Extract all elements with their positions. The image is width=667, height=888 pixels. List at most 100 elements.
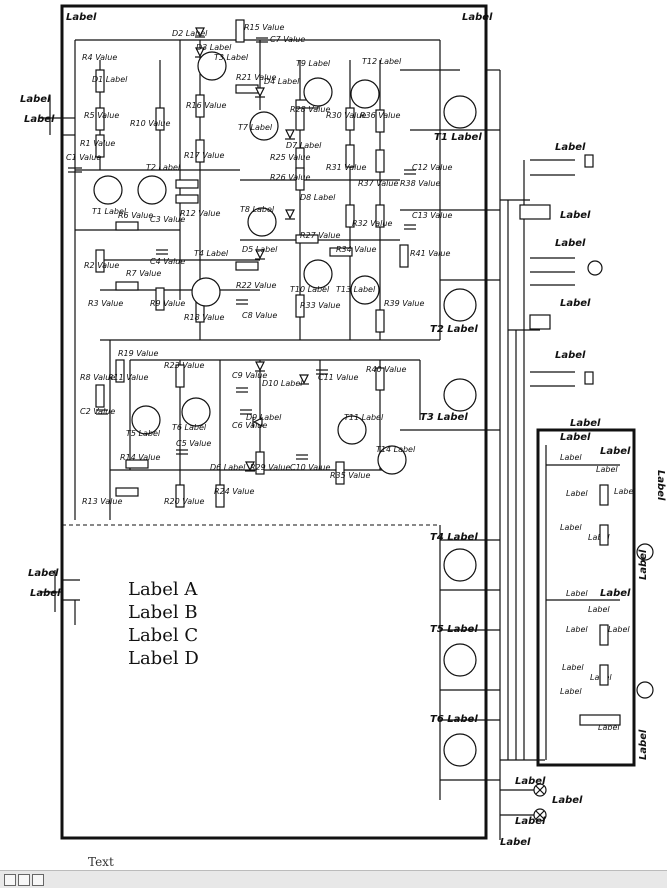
- svg-text:Label: Label: [608, 625, 630, 634]
- resistor-r34: R34 Value: [336, 245, 376, 254]
- input-connector-bottom: Label Label: [28, 568, 80, 625]
- v3-label: Label: [560, 210, 591, 221]
- svg-text:Label: Label: [598, 723, 620, 732]
- resistor-r39: R39 Value: [384, 299, 424, 308]
- u5-bottom-label: Label: [28, 568, 59, 579]
- diode-d3: D3 Label: [196, 43, 232, 52]
- diode-d2: D2 Label: [172, 29, 208, 38]
- caption-line-3: Label C: [128, 625, 198, 646]
- output-transistor-1: T1 Label: [434, 132, 482, 143]
- resistor-r17: R17 Value: [184, 151, 224, 160]
- resistor-r10: R10 Value: [130, 119, 170, 128]
- resistor-symbols: [95, 19, 409, 508]
- transistor-symbols: [93, 51, 407, 475]
- caption-line-4: Label D: [128, 648, 199, 669]
- output-transistor-4: T4 Label: [430, 532, 478, 543]
- transistor-t3: T3 Label: [214, 53, 249, 62]
- capacitor-c9: C9 Value: [232, 371, 267, 380]
- u8-lk-label: Label: [600, 446, 631, 457]
- capacitor-symbols: [68, 37, 416, 460]
- diode-d6: D6 Label: [210, 463, 246, 472]
- resistor-r37: R37 Value: [358, 179, 398, 188]
- transistor-t10: T10 Label: [290, 285, 330, 294]
- capacitor-c13: C13 Value: [412, 211, 452, 220]
- transistor-t1: T1 Label: [92, 207, 127, 216]
- jack-sh9: Label: [530, 238, 603, 286]
- right-bus-wiring: [486, 69, 545, 840]
- output-transistor-2: T2 Label: [430, 324, 478, 335]
- resistor-r25: R25 Value: [270, 153, 310, 162]
- resistor-r12: R12 Value: [180, 209, 220, 218]
- resistor-r9: R9 Value: [150, 299, 185, 308]
- status-layout-icon[interactable]: [32, 874, 44, 886]
- caption-line-1: Label A: [128, 579, 198, 600]
- svg-text:Label: Label: [614, 487, 636, 496]
- svg-text:Label: Label: [560, 523, 582, 532]
- resistor-r11: R11 Value: [108, 373, 148, 382]
- switch-v3: Label: [519, 204, 591, 221]
- resistor-r1: R1 Value: [80, 139, 115, 148]
- output-transistor-3: T3 Label: [420, 412, 468, 423]
- svg-text:Label: Label: [560, 687, 582, 696]
- diode-d5: D5 Label: [242, 245, 278, 254]
- capacitor-c4: C4 Value: [150, 257, 185, 266]
- capacitor-c1: C1 Value: [66, 153, 101, 162]
- resistor-r28: R28 Value: [290, 105, 330, 114]
- status-page-icon[interactable]: [4, 874, 16, 886]
- resistor-r40: R40 Value: [366, 365, 406, 374]
- sh6-label: Label: [555, 350, 586, 361]
- u5-top-label: Label: [20, 94, 51, 105]
- sg5-label: Label: [560, 298, 591, 309]
- capacitor-c12: C12 Value: [412, 163, 452, 172]
- resistor-r38: R38 Value: [400, 179, 440, 188]
- resistor-r3: R3 Value: [88, 299, 123, 308]
- svg-text:Label: Label: [566, 625, 588, 634]
- transistor-t2: T2 Label: [146, 163, 181, 172]
- resistor-r7: R7 Value: [126, 269, 161, 278]
- caption: Label A Label B Label C Label D: [128, 579, 199, 669]
- svg-text:Label: Label: [596, 465, 618, 474]
- resistor-r15: R15 Value: [244, 23, 284, 32]
- overload-label: Label: [552, 795, 583, 806]
- diode-d1: D1 Label: [92, 75, 128, 84]
- resistor-r2: R2 Value: [84, 261, 119, 270]
- capacitor-c8: C8 Value: [242, 311, 277, 320]
- status-grid-icon[interactable]: [18, 874, 30, 886]
- output-transistor-6: T6 Label: [430, 714, 478, 725]
- resistor-r33: R33 Value: [300, 301, 340, 310]
- transistor-t5: T5 Label: [126, 429, 161, 438]
- capacitor-c5: C5 Value: [176, 439, 211, 448]
- transistor-t13: T13 Label: [336, 285, 376, 294]
- sh9-label: Label: [555, 238, 586, 249]
- resistor-r16: R16 Value: [186, 101, 226, 110]
- resistor-r29: R29 Value: [250, 463, 290, 472]
- svg-text:Label: Label: [562, 663, 584, 672]
- input-connector-top: Label Label: [20, 94, 75, 136]
- resistor-r6: R6 Value: [118, 211, 153, 220]
- svg-text:Label: Label: [560, 453, 582, 462]
- u8-level-label: Label: [655, 470, 666, 501]
- resistor-r22: R22 Value: [236, 281, 276, 290]
- transistor-t12: T12 Label: [362, 57, 402, 66]
- upper-channel-wiring: [74, 39, 500, 520]
- resistor-r27: R27 Value: [300, 231, 340, 240]
- u8-label: Label: [570, 418, 601, 429]
- resistor-r36: R36 Value: [360, 111, 400, 120]
- resistor-r19: R19 Value: [118, 349, 158, 358]
- board-u6-label: Label: [462, 12, 493, 23]
- resistor-r41: R41 Value: [410, 249, 450, 258]
- to-bp-label: Label: [500, 837, 531, 848]
- u8-pk-label: Label: [600, 588, 631, 599]
- switch-sg5: Label: [529, 298, 591, 330]
- resistor-r8: R8 Value: [80, 373, 115, 382]
- resistor-r23: R23 Value: [164, 361, 204, 370]
- board-u6-outline: [60, 4, 488, 840]
- resistor-r35: R35 Value: [330, 471, 370, 480]
- resistor-r5: R5 Value: [84, 111, 119, 120]
- transistor-t9: T9 Label: [296, 59, 331, 68]
- resistor-r20: R20 Value: [164, 497, 204, 506]
- capacitor-c7: C7 Value: [270, 35, 305, 44]
- jack-sh7: Label: [530, 142, 594, 176]
- diode-symbols: [195, 27, 309, 472]
- capacitor-c10: C10 Value: [290, 463, 330, 472]
